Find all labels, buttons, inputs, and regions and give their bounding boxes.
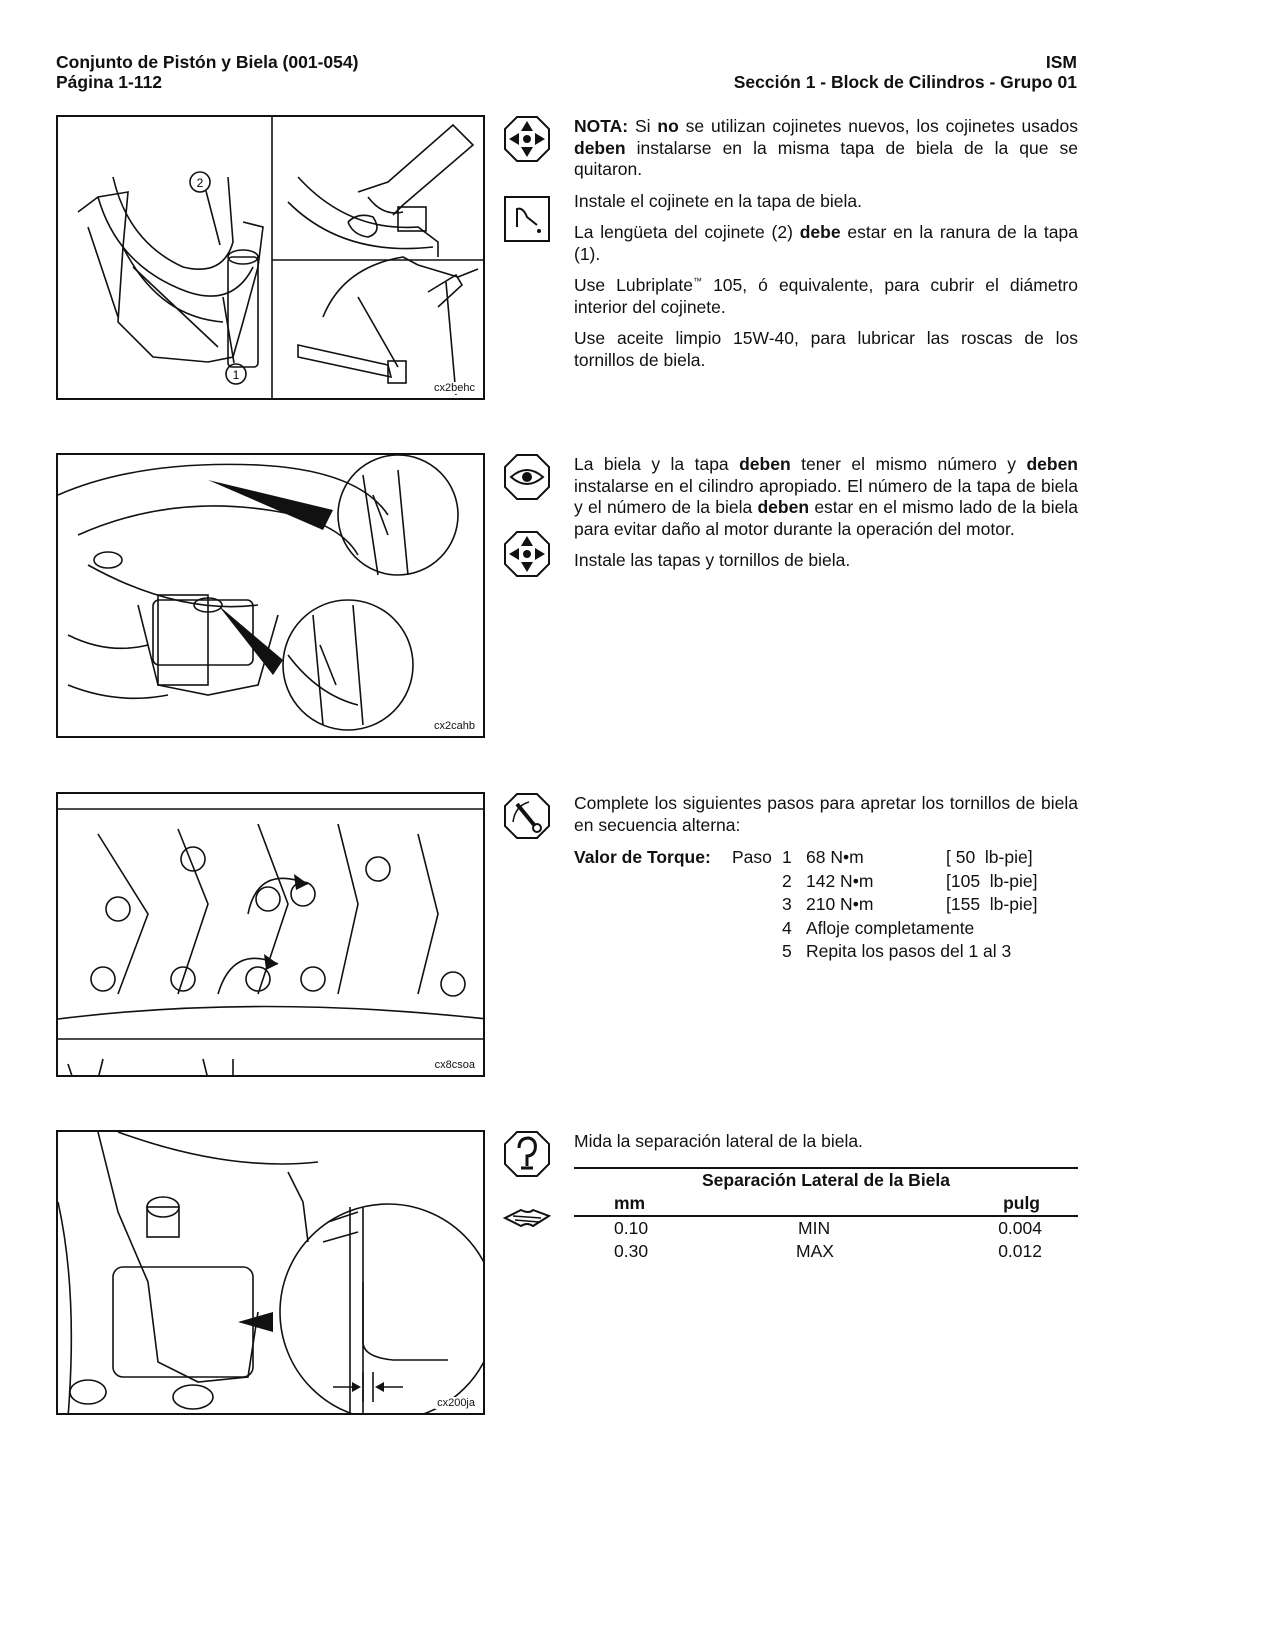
instruction-paragraph: Use Lubriplate™ 105, ó equivalente, para… [574, 275, 1078, 317]
table-row: 0.30 MAX 0.012 [574, 1240, 1078, 1263]
specification-book-icon [503, 1208, 551, 1228]
torque-row: 2 142 N•m [105 lb-pie] [574, 870, 1094, 894]
engine-model: ISM [1045, 52, 1077, 72]
section-bearing-install: NOTA: Si no se utilizan cojinetes nuevos… [574, 116, 1078, 381]
install-icon [504, 531, 550, 577]
section-side-clearance: Mida la separación lateral de la biela. [574, 1131, 1078, 1163]
document-title: Conjunto de Pistón y Biela (001-054) [56, 52, 359, 72]
torque-metric: 68 N•m [806, 847, 864, 867]
instruction-paragraph: Instale las tapas y tornillos de biela. [574, 550, 851, 570]
figure-code: cx8csoa [432, 1059, 477, 1071]
section-cap-install: La biela y la tapa deben tener el mismo … [574, 454, 1078, 582]
step-number: 1 [782, 847, 792, 867]
figure-code: cx200ja [435, 1397, 477, 1409]
torque-imperial: [105 lb-pie] [946, 870, 1038, 891]
figure-code: cx2cahb [432, 720, 477, 732]
instruction-paragraph: Complete los siguientes pasos para apret… [574, 793, 1078, 835]
step-number: 2 [782, 870, 792, 891]
torque-metric: 210 N•m [806, 894, 874, 914]
bearing-install-illustration: 2 1 [77, 117, 483, 398]
value-in: 0.012 [998, 1241, 1042, 1261]
torque-row: 5 Repita los pasos del 1 al 3 [574, 940, 1094, 964]
callout-2: 2 [197, 176, 204, 190]
measure-icon [504, 1131, 550, 1177]
clearance-table: Separación Lateral de la Biela mm pulg 0… [574, 1167, 1078, 1263]
table-title: Separación Lateral de la Biela [701, 1170, 951, 1190]
torque-instruction: Afloje completamente [806, 917, 975, 938]
note-paragraph: NOTA: Si no se utilizan cojinetes nuevos… [574, 116, 1078, 179]
step-number: 4 [782, 917, 792, 938]
figure-cap-numbers: cx2cahb [56, 453, 485, 738]
section-title: Sección 1 - Block de Cilindros - Grupo 0… [733, 72, 1077, 92]
value-in: 0.004 [998, 1218, 1042, 1238]
table-header: mm pulg [574, 1192, 1078, 1215]
install-icon [504, 116, 550, 162]
instruction-paragraph: Use aceite limpio 15W-40, para lubricar … [574, 328, 1078, 370]
torque-table: Valor de Torque: Paso 1 68 N•m [ 50 lb-p… [574, 846, 1094, 964]
value-label: MIN [798, 1218, 831, 1238]
column-header-mm: mm [614, 1193, 646, 1213]
value-mm: 0.10 [614, 1218, 649, 1238]
figure-code: cx2behc [432, 382, 477, 394]
instruction-paragraph: Mida la separación lateral de la biela. [574, 1131, 863, 1151]
step-number: 5 [782, 941, 792, 961]
torque-row: 3 210 N•m [155 lb-pie] [574, 893, 1094, 917]
instruction-paragraph: La lengüeta del cojinete (2) debe estar … [574, 222, 1078, 264]
torque-label: Valor de Torque: [574, 847, 711, 867]
page-header-right: ISM Sección 1 - Block de Cilindros - Gru… [734, 52, 1077, 92]
side-clearance-illustration [58, 1132, 483, 1413]
torque-imperial: [ 50 lb-pie] [946, 847, 1033, 867]
column-header-in: pulg [1003, 1193, 1040, 1213]
page-number: Página 1-112 [56, 72, 163, 92]
torque-wrench-icon [504, 793, 550, 839]
instruction-paragraph: La biela y la tapa deben tener el mismo … [574, 454, 1078, 539]
figure-torque-sequence: cx8csoa [56, 792, 485, 1077]
torque-instruction: Repita los pasos del 1 al 3 [806, 941, 1012, 961]
inspect-icon [504, 454, 550, 500]
torque-row: Valor de Torque: Paso 1 68 N•m [ 50 lb-p… [574, 846, 1094, 870]
table-row: 0.10 MIN 0.004 [574, 1217, 1078, 1240]
torque-metric: 142 N•m [806, 870, 874, 891]
lubricate-icon [504, 196, 550, 242]
value-label: MAX [796, 1241, 834, 1261]
figure-bearing-install: 2 1 cx2behc [56, 115, 485, 400]
step-word: Paso [732, 847, 772, 867]
torque-row: 4 Afloje completamente [574, 917, 1094, 941]
torque-imperial: [155 lb-pie] [946, 894, 1038, 914]
cap-numbers-illustration [58, 455, 459, 731]
page-header-left: Conjunto de Pistón y Biela (001-054) Pág… [56, 52, 358, 92]
value-mm: 0.30 [614, 1241, 649, 1261]
torque-sequence-illustration [58, 808, 483, 1075]
section-torque: Complete los siguientes pasos para apret… [574, 793, 1078, 846]
callout-1: 1 [233, 368, 240, 382]
step-number: 3 [782, 894, 792, 914]
figure-side-clearance: cx200ja [56, 1130, 485, 1415]
instruction-paragraph: Instale el cojinete en la tapa de biela. [574, 190, 862, 211]
